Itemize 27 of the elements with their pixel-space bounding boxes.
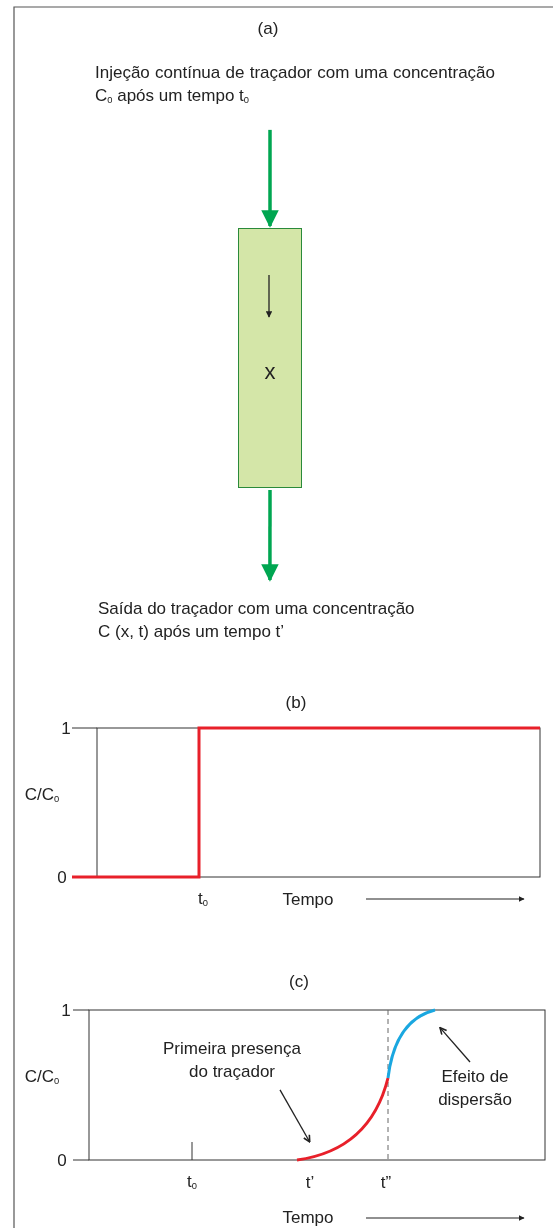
axis-tick-label: t$_{0}$	[198, 889, 208, 909]
leader-line	[279, 1089, 311, 1143]
axis-title: C/C$_{0}$	[24, 1067, 60, 1087]
arrow	[261, 129, 279, 228]
breakthrough-curve	[296, 1077, 390, 1162]
axis-tick-label: t’	[305, 1173, 315, 1191]
panel-label: (c)	[289, 972, 309, 990]
arrow	[261, 490, 279, 582]
annotation-text: Primeira presença do traçador	[152, 1038, 312, 1084]
annotation-text: Injeção contínua de traçador com uma concentração C$_{0}$ após um tempo t$_{0}$	[95, 62, 495, 108]
axis-tick-label: 0	[57, 1151, 67, 1169]
axis-title: Tempo	[282, 890, 334, 908]
axis-tick-label: t”	[380, 1173, 392, 1191]
annotation-text: Saída do traçador com uma concentração C (x, t) após um tempo t’	[98, 598, 428, 644]
panel-label: (b)	[285, 693, 307, 711]
axis-title: C/C$_{0}$	[24, 785, 60, 805]
column-box	[238, 228, 302, 488]
dispersion-curve	[386, 1008, 436, 1079]
panel-label: (a)	[257, 19, 279, 37]
axis-title: Tempo	[282, 1208, 334, 1226]
leader-line	[439, 1026, 471, 1063]
column-label: x	[263, 358, 277, 386]
axis-tick-label: 0	[57, 868, 67, 886]
axis-tick-label: 1	[61, 719, 71, 737]
annotation-text: Efeito de dispersão	[425, 1066, 525, 1112]
axis-tick-label: 1	[61, 1001, 71, 1019]
axis-tick-label: t$_{0}$	[187, 1172, 197, 1192]
